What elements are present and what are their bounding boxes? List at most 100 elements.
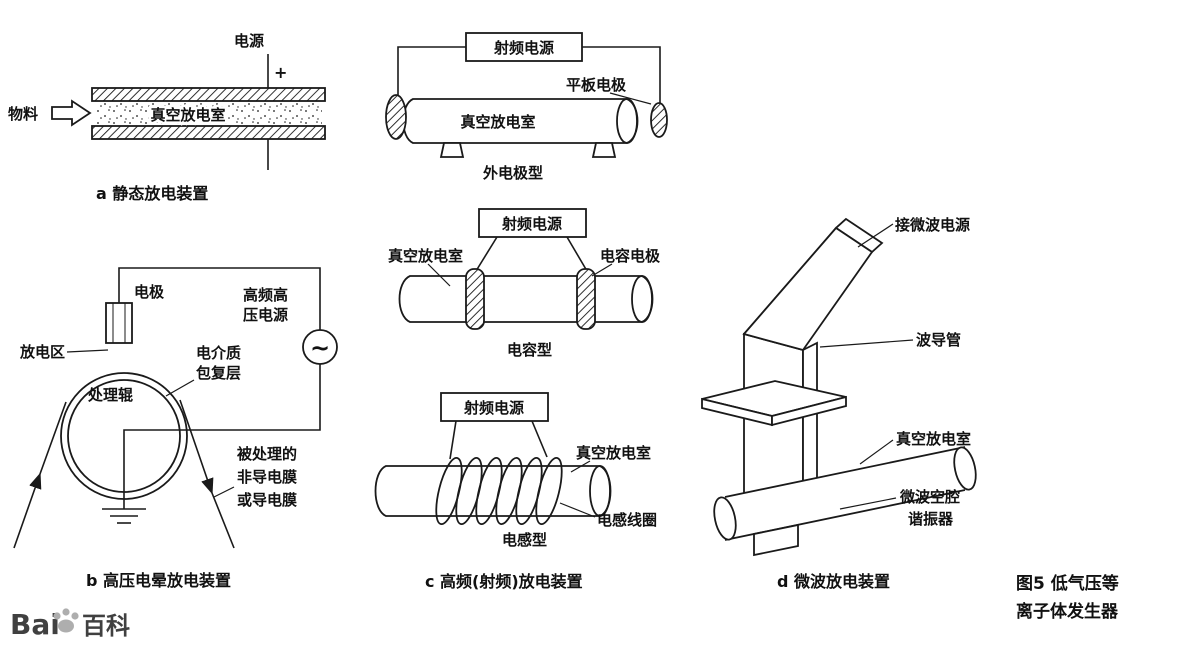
coil-label: 电感线圈 — [597, 511, 657, 529]
waveguide-leader — [819, 339, 914, 348]
cap-electrode-label: 电容电极 — [600, 247, 661, 265]
film-label-line3: 或导电膜 — [237, 491, 297, 509]
roller-label: 处理辊 — [87, 386, 133, 404]
microwave-power-leader — [857, 223, 894, 248]
external-type-label: 外电极型 — [482, 164, 543, 182]
discharge-zone-label: 放电区 — [19, 343, 65, 361]
diagram-b-caption: b 高压电晕放电装置 — [86, 571, 231, 590]
plate-electrode-label: 平板电极 — [566, 76, 627, 94]
rf-source-box-1 — [465, 32, 583, 62]
corona-electrode-box — [105, 302, 133, 344]
baidu-baike-watermark: Bai 百科 — [10, 608, 130, 641]
hv-wire-bottom — [123, 364, 321, 509]
diagram-c-caption: c 高频(射频)放电装置 — [425, 572, 583, 591]
rf-wire-right-3 — [531, 420, 548, 458]
hv-source-label-line2: 压电源 — [243, 306, 288, 324]
resonator-label-line2: 谐振器 — [908, 510, 954, 528]
tube-3-end-rim — [589, 465, 611, 517]
film-label-line1: 被处理的 — [237, 445, 297, 463]
rf-source-label-1: 射频电源 — [493, 39, 554, 57]
film-label-line2: 非导电膜 — [237, 468, 297, 486]
diagram-a-caption: a 静态放电装置 — [96, 184, 208, 203]
film-line-left — [39, 401, 67, 475]
capacitive-type-label: 电容型 — [507, 341, 552, 359]
hv-wire-top — [118, 267, 321, 330]
rf-source-label-2: 射频电源 — [501, 215, 562, 233]
capacitive-type: 射频电源 真空放电室 电容电极 电容型 — [388, 208, 661, 359]
dielectric-leader — [165, 379, 195, 397]
film-line-left-arrow — [13, 472, 42, 549]
tube-1-end-rim — [616, 98, 638, 144]
plasma-stipple-region — [95, 103, 322, 125]
film-leader — [213, 486, 235, 498]
plate-electrode-left — [385, 94, 407, 140]
discharge-zone-leader — [66, 349, 109, 353]
chamber-leader-c3 — [570, 460, 591, 473]
figure-caption-line1: 图5 低气压等 — [1016, 573, 1119, 594]
rf-source-box-3 — [440, 392, 549, 422]
diagram-b-corona-discharge: ~ 电极 高频高 压电源 放电区 电介质 包复层 处理辊 被处理的 非导电膜 或… — [13, 267, 338, 590]
microwave-power-label: 接微波电源 — [895, 216, 970, 234]
figure-caption: 图5 低气压等 离子体发生器 — [1016, 573, 1119, 622]
rf-source-label-3: 射频电源 — [463, 399, 524, 417]
discharge-tube-right-cap — [953, 446, 977, 491]
dielectric-label-line1: 电介质 — [196, 344, 241, 362]
flange-plate-front-right — [771, 395, 847, 427]
rf-wire-left-2 — [475, 236, 498, 272]
rf-wire-right-1 — [582, 46, 661, 104]
power-supply-label: 电源 — [234, 32, 264, 50]
cap-electrode-leader — [591, 263, 613, 277]
discharge-tube-top-edge — [724, 446, 966, 498]
waveguide-label: 波导管 — [916, 331, 961, 349]
vacuum-chamber-label-c2: 真空放电室 — [388, 247, 463, 265]
resonator-leader — [839, 497, 897, 510]
waveguide-column-side — [802, 341, 818, 499]
diagram-d-microwave-discharge: 接微波电源 波导管 真空放电室 微波空腔 谐振器 d 微波放电装置 — [701, 216, 977, 591]
capacitive-band-left — [465, 268, 485, 330]
material-flow-arrow-icon — [51, 99, 92, 127]
vacuum-chamber-label-c1: 真空放电室 — [460, 113, 535, 131]
chamber-leader-c2 — [427, 263, 451, 287]
rf-wire-left-1 — [397, 46, 466, 96]
resonator-foot — [753, 523, 799, 557]
diagram-c-rf-discharge: 射频电源 真空放电室 平板电极 外电极型 射频电源 真空放电室 电容电极 — [374, 32, 668, 591]
discharge-tube-left-cap — [713, 496, 737, 541]
watermark-bai-text: Bai — [10, 608, 60, 641]
diagram-d-caption: d 微波放电装置 — [777, 572, 890, 591]
chamber-leader-d — [859, 439, 894, 465]
plus-sign: + — [274, 63, 287, 82]
dielectric-label-line2: 包复层 — [196, 364, 241, 382]
top-electrode-plate — [91, 87, 326, 102]
inductive-type: 射频电源 真空放电室 电感线圈 电感型 — [374, 392, 657, 549]
plate-electrode-right — [650, 102, 668, 138]
figure-caption-line2: 离子体发生器 — [1016, 601, 1119, 622]
discharge-tube-body — [725, 447, 965, 540]
tube-2-end-rim — [631, 275, 653, 323]
ac-tilde-symbol: ~ — [310, 334, 330, 362]
induction-coil — [435, 457, 563, 525]
film-line-right-arrow — [179, 399, 214, 495]
bottom-electrode-plate — [91, 125, 326, 140]
inductive-type-label: 电感型 — [502, 531, 547, 549]
vacuum-chamber-label-c3: 真空放电室 — [576, 444, 651, 462]
capacitive-band-right — [576, 268, 596, 330]
material-label: 物料 — [8, 105, 38, 123]
ac-source-circle — [302, 329, 338, 365]
rf-wire-left-3 — [449, 420, 457, 460]
coil-leader — [559, 502, 596, 518]
vacuum-tube-2 — [398, 275, 654, 323]
plate-electrode-leader — [609, 92, 652, 105]
vacuum-chamber-label-a: 真空放电室 — [150, 106, 225, 124]
baidu-paw-icon — [53, 608, 79, 633]
diagram-a-static-discharge: 电源 + 真空放电室 物料 a 静态放电装置 — [8, 32, 326, 203]
external-electrode-type: 射频电源 真空放电室 平板电极 外电极型 — [385, 32, 668, 182]
tube-leg-left — [439, 142, 465, 158]
rf-source-box-2 — [478, 208, 587, 238]
waveguide-arm-front — [742, 226, 874, 352]
hv-source-label-line1: 高频高 — [243, 286, 288, 304]
electrode-label: 电极 — [134, 283, 165, 301]
tube-leg-right — [591, 142, 617, 158]
vacuum-chamber-label-d: 真空放电室 — [896, 430, 971, 448]
